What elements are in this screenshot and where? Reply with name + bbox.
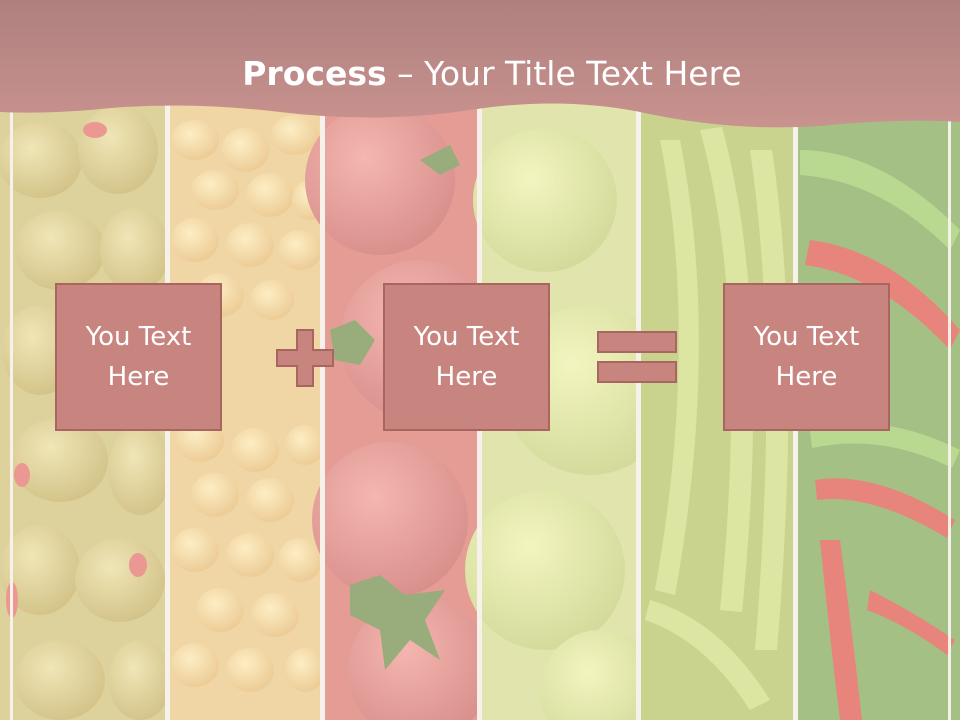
slide-title: Process – Your Title Text Here xyxy=(0,52,960,96)
process-box-1-text: You Text Here xyxy=(85,322,192,392)
slide-title-bold: Process xyxy=(242,54,387,93)
process-box-2[interactable]: You Text Here xyxy=(383,283,550,431)
process-box-1[interactable]: You Text Here xyxy=(55,283,222,431)
equals-icon xyxy=(597,331,677,383)
process-box-3-text: You Text Here xyxy=(753,322,860,392)
process-box-3[interactable]: You Text Here xyxy=(723,283,890,431)
slide-title-rest: – Your Title Text Here xyxy=(386,54,742,93)
plus-icon xyxy=(276,329,334,387)
process-box-2-text: You Text Here xyxy=(413,322,520,392)
